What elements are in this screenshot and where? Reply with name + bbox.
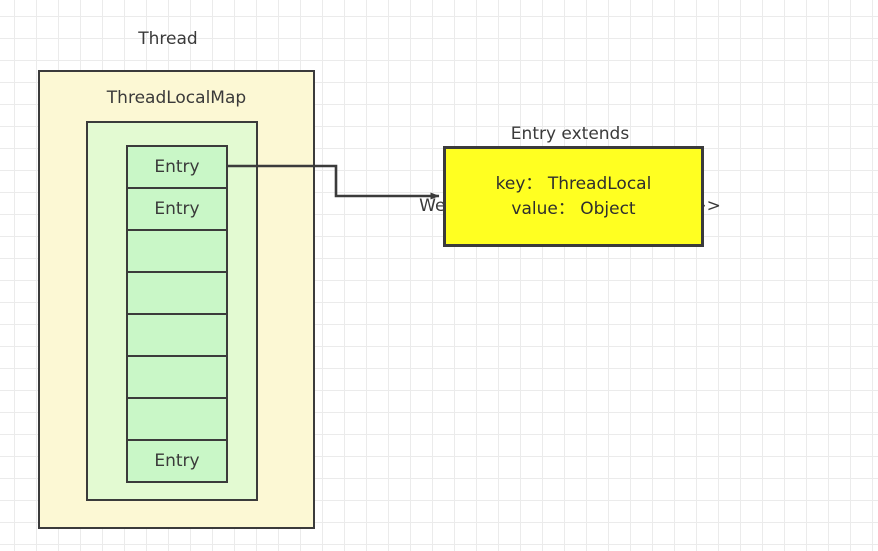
entry-cell[interactable] <box>126 229 228 273</box>
entry-table: Entry Entry Entry <box>126 145 228 483</box>
entry-cell[interactable] <box>126 271 228 315</box>
entry-cell[interactable] <box>126 313 228 357</box>
entry-detail-box: key： ThreadLocal value： Object <box>443 146 704 247</box>
entry-value-line: value： Object <box>511 198 636 219</box>
entry-cell[interactable] <box>126 355 228 399</box>
entry-detail-title-line1: Entry extends <box>510 124 630 144</box>
entry-cell[interactable]: Entry <box>126 439 228 483</box>
entry-cell[interactable]: Entry <box>126 145 228 189</box>
entry-cell[interactable]: Entry <box>126 187 228 231</box>
entry-cell[interactable] <box>126 397 228 441</box>
entry-key-line: key： ThreadLocal <box>495 173 652 194</box>
thread-label: Thread <box>138 29 198 49</box>
entry-to-detail-connector-arrow <box>228 164 440 200</box>
threadlocalmap-label: ThreadLocalMap <box>106 88 247 108</box>
